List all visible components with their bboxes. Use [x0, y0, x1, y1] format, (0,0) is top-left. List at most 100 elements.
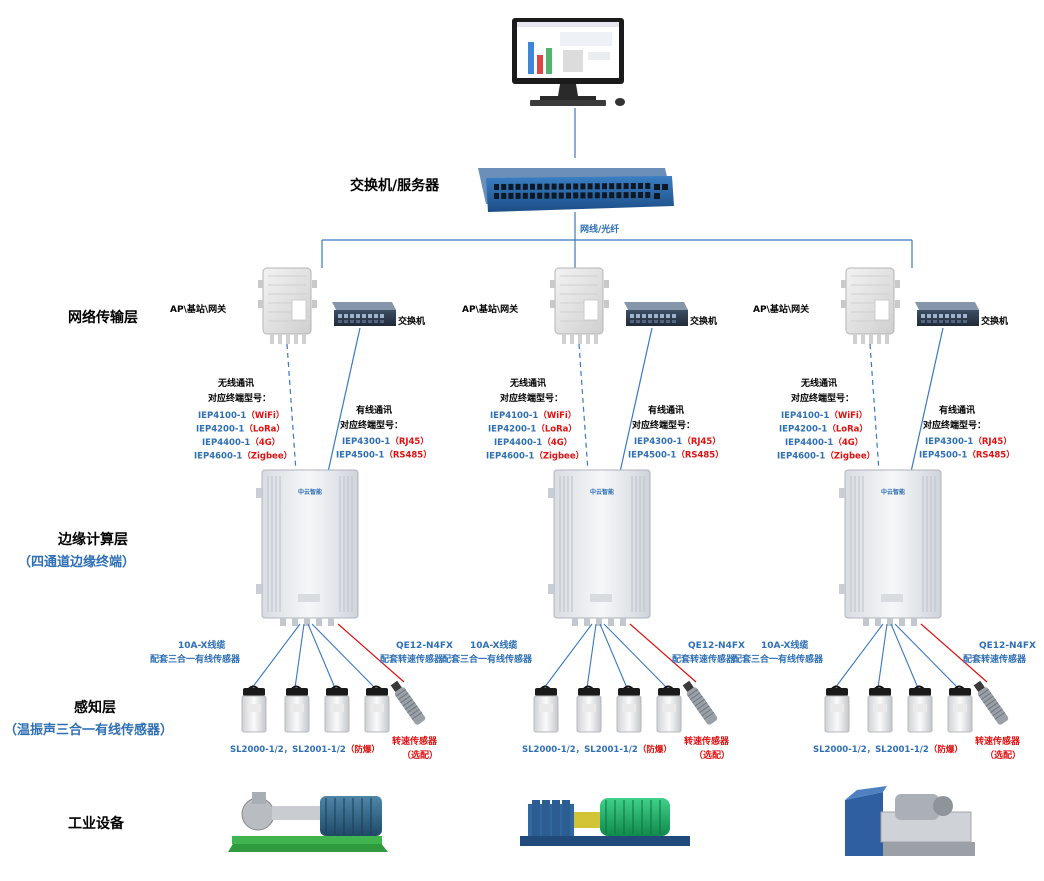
ap-gateway-icon: [550, 267, 609, 344]
speed-cable-line: [337, 623, 405, 683]
terminal-brand: 中云智能: [298, 488, 322, 496]
switch-label: 交换机: [398, 315, 425, 327]
wireless-model: IEP4600-1（Zigbee）: [486, 451, 584, 462]
access-switch-icon: [915, 302, 979, 326]
vibration-sensor-icon: [533, 685, 559, 733]
wired-title: 有线通讯: [939, 404, 975, 416]
wired-model: IEP4300-1（RJ45）: [342, 436, 429, 447]
workstation-icon: [512, 18, 625, 106]
speed-sensor-icon: [682, 680, 718, 725]
cable-label-line1: 10A-X线缆: [761, 639, 808, 651]
edge-column: AP\基站\网关交换机无线通讯对应终端型号：IEP4100-1（WiFi）IEP…: [150, 267, 453, 852]
speed-sensor-label-line2: （选配）: [985, 749, 1021, 761]
switch-label: 交换机: [981, 315, 1008, 327]
layer-title-network: 网络传输层: [68, 309, 138, 326]
speed-cable-line: [629, 623, 697, 683]
vibration-sensor-icon: [947, 685, 973, 733]
wireless-model: IEP4600-1（Zigbee）: [194, 451, 292, 462]
sensor-cable-line: [543, 623, 593, 689]
wired-link-line: [327, 327, 361, 473]
wireless-model: IEP4400-1（4G）: [202, 437, 280, 448]
wired-title: 有线通讯: [356, 404, 392, 416]
trunk-lines: [321, 212, 913, 268]
wired-subtitle: 对应终端型号：: [632, 419, 695, 431]
wireless-model: IEP4400-1（4G）: [494, 437, 572, 448]
edge-column: AP\基站\网关交换机无线通讯对应终端型号：IEP4100-1（WiFi）IEP…: [442, 267, 745, 846]
wireless-model: IEP4200-1（LoRa）: [488, 424, 577, 435]
ap-gateway-icon: [841, 267, 900, 344]
industrial-equipment-icon: [520, 798, 690, 846]
sensor-cable-line: [307, 623, 336, 689]
vibration-sensor-icon: [284, 685, 310, 733]
wired-link-line: [910, 327, 944, 473]
layer-subtitle-sensing: （温振声三合一有线传感器）: [4, 722, 173, 738]
wireless-model: IEP4400-1（4G）: [785, 437, 863, 448]
wired-subtitle: 对应终端型号：: [340, 419, 403, 431]
wireless-model: IEP4100-1（WiFi）: [198, 410, 284, 421]
sensor-cable-line: [894, 623, 959, 689]
speed-cable-label-line1: QE12-N4FX: [688, 641, 745, 651]
wireless-model: IEP4100-1（WiFi）: [781, 410, 867, 421]
access-switch-icon: [332, 302, 396, 326]
wireless-title: 无线通讯: [800, 377, 837, 389]
wireless-title: 无线通讯: [217, 377, 254, 389]
layer-subtitle-edge: （四通道边缘终端）: [18, 554, 135, 570]
vibration-sensor-icon: [364, 685, 390, 733]
wireless-link-line: [578, 343, 589, 473]
sensor-cable-line: [834, 623, 884, 689]
cable-label-line2: 配套三合一有线传感器: [150, 653, 241, 665]
vibration-sensor-icon: [824, 685, 850, 733]
wired-title: 有线通讯: [648, 404, 684, 416]
ap-gateway-icon: [258, 267, 317, 344]
ap-label: AP\基站\网关: [462, 303, 518, 315]
cable-label-line1: 10A-X线缆: [178, 639, 225, 651]
edge-terminal-icon: 中云智能: [548, 469, 651, 626]
sensor-cable-line: [603, 623, 668, 689]
sensor-cable-line: [294, 623, 305, 689]
speed-cable-line: [920, 623, 988, 683]
wireless-title: 无线通讯: [509, 377, 546, 389]
cable-label-line1: 10A-X线缆: [470, 639, 517, 651]
speed-cable-label-line1: QE12-N4FX: [396, 641, 453, 651]
sensor-cable-line: [586, 623, 597, 689]
sensor-cable-line: [311, 623, 376, 689]
edge-terminal-icon: 中云智能: [256, 469, 359, 626]
cable-label-line2: 配套三合一有线传感器: [442, 653, 533, 665]
trunk-label: 网线/光纤: [580, 223, 619, 235]
vibration-sensor-icon: [324, 685, 350, 733]
wireless-subtitle: 对应终端型号：: [791, 392, 854, 404]
sensor-cable-line: [877, 623, 888, 689]
wireless-subtitle: 对应终端型号：: [500, 392, 563, 404]
wireless-link-line: [286, 343, 297, 473]
sensor-model-label: SL2000-1/2，SL2001-1/2（防爆）: [813, 744, 963, 755]
wired-subtitle: 对应终端型号：: [923, 419, 986, 431]
wireless-model: IEP4200-1（LoRa）: [779, 424, 868, 435]
vibration-sensor-icon: [241, 685, 267, 733]
sensor-cable-line: [251, 623, 301, 689]
sensor-model-label: SL2000-1/2，SL2001-1/2（防爆）: [522, 744, 672, 755]
cable-label-line2: 配套三合一有线传感器: [733, 653, 824, 665]
wireless-subtitle: 对应终端型号：: [208, 392, 271, 404]
layer-title-equipment: 工业设备: [68, 815, 125, 832]
speed-sensor-label-line1: 转速传感器: [684, 735, 730, 747]
speed-cable-label-line1: QE12-N4FX: [979, 641, 1036, 651]
speed-cable-label-line2: 配套转速传感器: [963, 653, 1027, 665]
wired-model: IEP4300-1（RJ45）: [634, 436, 721, 447]
vibration-sensor-icon: [576, 685, 602, 733]
sensor-model-label: SL2000-1/2，SL2001-1/2（防爆）: [230, 744, 380, 755]
wired-model: IEP4300-1（RJ45）: [925, 436, 1012, 447]
vibration-sensor-icon: [907, 685, 933, 733]
speed-sensor-label-line2: （选配）: [402, 749, 438, 761]
ap-label: AP\基站\网关: [753, 303, 809, 315]
wired-model: IEP4500-1（RS485）: [919, 450, 1015, 461]
wireless-model: IEP4100-1（WiFi）: [490, 410, 576, 421]
industrial-equipment-icon: [845, 786, 975, 856]
wireless-model: IEP4600-1（Zigbee）: [777, 451, 875, 462]
speed-sensor-label-line2: （选配）: [694, 749, 730, 761]
wired-model: IEP4500-1（RS485）: [336, 450, 432, 461]
layer-title-edge: 边缘计算层: [57, 531, 128, 548]
wireless-link-line: [869, 343, 880, 473]
